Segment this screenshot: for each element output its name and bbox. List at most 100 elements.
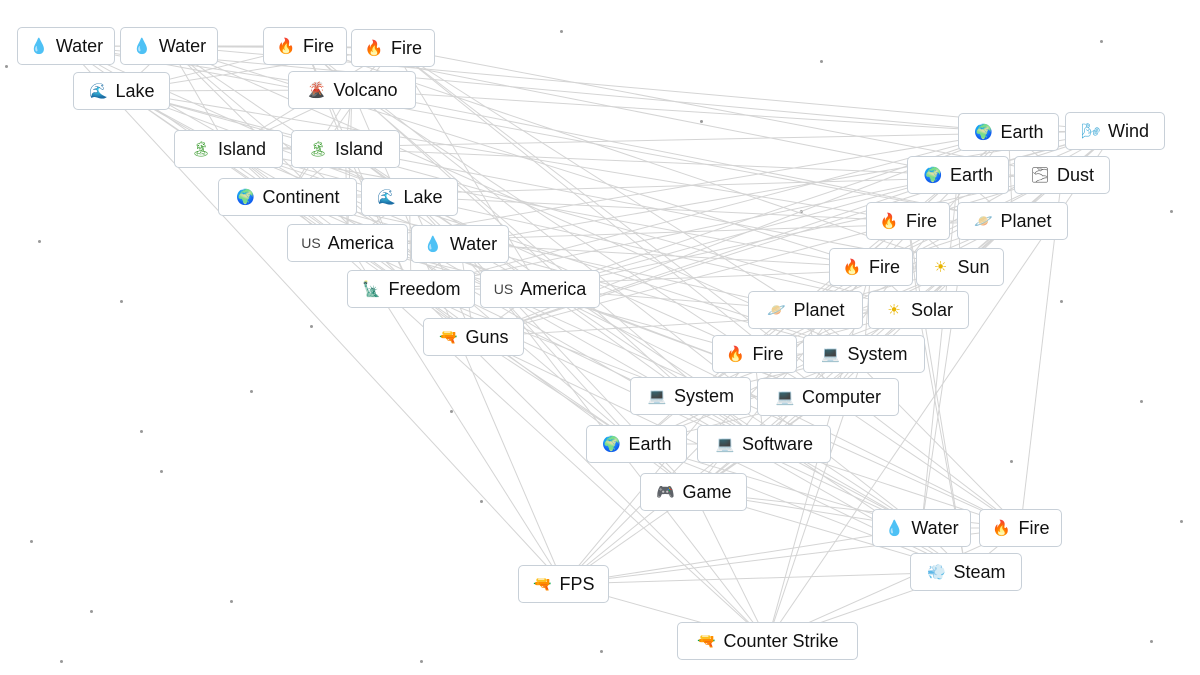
- background-star: [1150, 640, 1153, 643]
- element-volcano[interactable]: 🌋Volcano: [288, 71, 416, 109]
- element-counter-strike[interactable]: 🔫 Counter Strike: [677, 622, 858, 660]
- background-star: [230, 600, 233, 603]
- background-star: [30, 540, 33, 543]
- island-icon: 🏝: [308, 139, 328, 158]
- element-label: America: [327, 232, 394, 253]
- connection-line: [65, 45, 564, 585]
- element-america[interactable]: US America: [287, 224, 408, 262]
- gun-icon: 🔫: [697, 631, 716, 650]
- connection-line: [563, 571, 967, 585]
- element-label: Water: [911, 517, 959, 538]
- element-island[interactable]: 🏝Island: [174, 130, 283, 168]
- connection-line: [228, 148, 872, 268]
- element-water[interactable]: 💧Water: [872, 509, 971, 547]
- fire-icon: 🔥: [726, 344, 745, 363]
- element-fire[interactable]: 🔥Fire: [712, 335, 797, 373]
- background-star: [310, 325, 313, 328]
- element-water[interactable]: 💧 Water: [411, 225, 509, 263]
- element-fire[interactable]: 🔥Fire: [829, 248, 913, 286]
- connection-line: [754, 220, 1013, 355]
- volcano-icon: 🌋: [307, 80, 326, 99]
- connection-line: [304, 45, 959, 176]
- element-system[interactable]: 💻System: [630, 377, 751, 415]
- connection-line: [827, 396, 1021, 529]
- element-fire[interactable]: 🔥 Fire: [351, 29, 435, 67]
- connection-line: [805, 174, 1063, 311]
- background-star: [1060, 300, 1063, 303]
- element-game[interactable]: 🎮Game: [640, 473, 747, 511]
- element-planet[interactable]: 🪐Planet: [748, 291, 863, 329]
- fire-icon: 🔥: [879, 211, 899, 230]
- element-guns[interactable]: 🔫Guns: [423, 318, 524, 356]
- element-steam[interactable]: 💨Steam: [910, 553, 1022, 591]
- element-label: FPS: [559, 573, 595, 594]
- background-star: [1100, 40, 1103, 43]
- element-label: Water: [449, 233, 498, 254]
- earth-icon: 🌍: [923, 165, 943, 184]
- background-star: [5, 65, 8, 68]
- background-star: [90, 610, 93, 613]
- element-freedom[interactable]: 🗽Freedom: [347, 270, 475, 308]
- earth-icon: 🌍: [236, 187, 255, 206]
- connection-line: [409, 196, 909, 222]
- america-icon: US: [301, 235, 321, 251]
- element-label: Lake: [115, 80, 155, 101]
- element-label: Earth: [949, 164, 994, 185]
- element-sun[interactable]: ☀ Sun: [916, 248, 1004, 286]
- background-star: [600, 650, 603, 653]
- element-earth[interactable]: 🌍Earth: [586, 425, 687, 463]
- element-fps[interactable]: 🔫FPS: [518, 565, 609, 603]
- element-continent[interactable]: 🌍 Continent: [218, 178, 357, 216]
- america-icon: US: [493, 281, 514, 297]
- element-lake[interactable]: 🌊Lake: [73, 72, 170, 110]
- game-icon: 🎮: [656, 482, 675, 501]
- element-island[interactable]: 🏝Island: [291, 130, 400, 168]
- connection-line: [345, 148, 961, 268]
- background-star: [140, 430, 143, 433]
- element-label: Fire: [906, 210, 937, 231]
- element-computer[interactable]: 💻Computer: [757, 378, 899, 416]
- connection-line: [287, 196, 1021, 529]
- element-planet[interactable]: 🪐Planet: [957, 202, 1068, 240]
- connection-line: [168, 45, 694, 493]
- element-label: Software: [741, 433, 814, 454]
- element-solar[interactable]: ☀Solar: [868, 291, 969, 329]
- connection-line: [921, 174, 959, 529]
- gun-icon: 🔫: [439, 327, 458, 346]
- freedom-icon: 🗽: [362, 279, 381, 298]
- element-lake[interactable]: 🌊Lake: [361, 178, 458, 216]
- element-label: Fire: [869, 256, 900, 277]
- element-label: Continent: [262, 186, 340, 207]
- sun-icon: ☀: [933, 257, 948, 276]
- element-label: Sun: [957, 256, 990, 277]
- element-water[interactable]: 💧Water: [120, 27, 218, 65]
- connection-line: [636, 309, 919, 445]
- element-earth[interactable]: 🌍 Earth: [907, 156, 1009, 194]
- element-system[interactable]: 💻System: [803, 335, 925, 373]
- element-label: Steam: [953, 561, 1006, 582]
- element-label: Counter Strike: [723, 630, 839, 651]
- element-label: Water: [158, 35, 207, 56]
- connection-line: [563, 443, 765, 585]
- element-fire[interactable]: 🔥Fire: [979, 509, 1062, 547]
- element-fire[interactable]: 🔥Fire: [263, 27, 347, 65]
- element-fire[interactable]: 🔥 Fire: [866, 202, 950, 240]
- wind-icon: 🌬: [1081, 121, 1101, 140]
- element-earth[interactable]: 🌍Earth: [958, 113, 1059, 151]
- water-icon: 💧: [423, 234, 443, 253]
- computer-icon: 💻: [821, 344, 840, 363]
- background-star: [250, 390, 253, 393]
- background-star: [560, 30, 563, 33]
- fire-icon: 🔥: [992, 518, 1011, 537]
- element-dust[interactable]: 🌫Dust: [1014, 156, 1110, 194]
- element-wind[interactable]: 🌬Wind: [1065, 112, 1165, 150]
- connection-line: [690, 266, 961, 397]
- element-water[interactable]: 💧Water: [17, 27, 115, 65]
- background-star: [1140, 400, 1143, 403]
- fire-icon: 🔥: [364, 38, 384, 57]
- element-software[interactable]: 💻 Software: [697, 425, 831, 463]
- sun-icon: ☀: [887, 300, 901, 319]
- element-label: Fire: [391, 37, 422, 58]
- computer-icon: 💻: [715, 434, 735, 453]
